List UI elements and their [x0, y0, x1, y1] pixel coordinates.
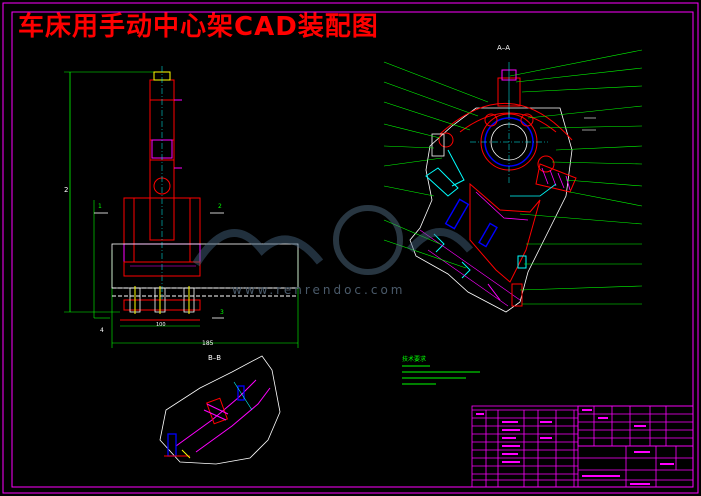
title-block-text-marks [476, 409, 674, 485]
svg-text:4: 4 [100, 327, 104, 334]
svg-text:2: 2 [64, 186, 68, 194]
svg-text:185: 185 [202, 340, 214, 347]
watermark-logo [192, 205, 474, 275]
drawing-title: 车床用手动中心架CAD装配图 [18, 12, 379, 42]
section-b-b-view [159, 355, 281, 465]
svg-text:1: 1 [98, 203, 102, 210]
section-a-a-label: A–A [497, 44, 511, 52]
technical-notes-title: 技术要求 [402, 356, 427, 363]
svg-text:2: 2 [218, 203, 222, 210]
technical-notes [402, 365, 480, 385]
section-a-a-view [383, 49, 643, 313]
svg-text:3: 3 [220, 309, 224, 316]
svg-text:100: 100 [156, 322, 166, 328]
front-view: 2 185 100 4 1 2 3 [64, 66, 299, 348]
section-b-b-label: B–B [208, 354, 222, 362]
title-block [471, 405, 694, 488]
watermark-text: www.renrendoc.com [232, 283, 406, 297]
inner-frame [11, 11, 694, 488]
